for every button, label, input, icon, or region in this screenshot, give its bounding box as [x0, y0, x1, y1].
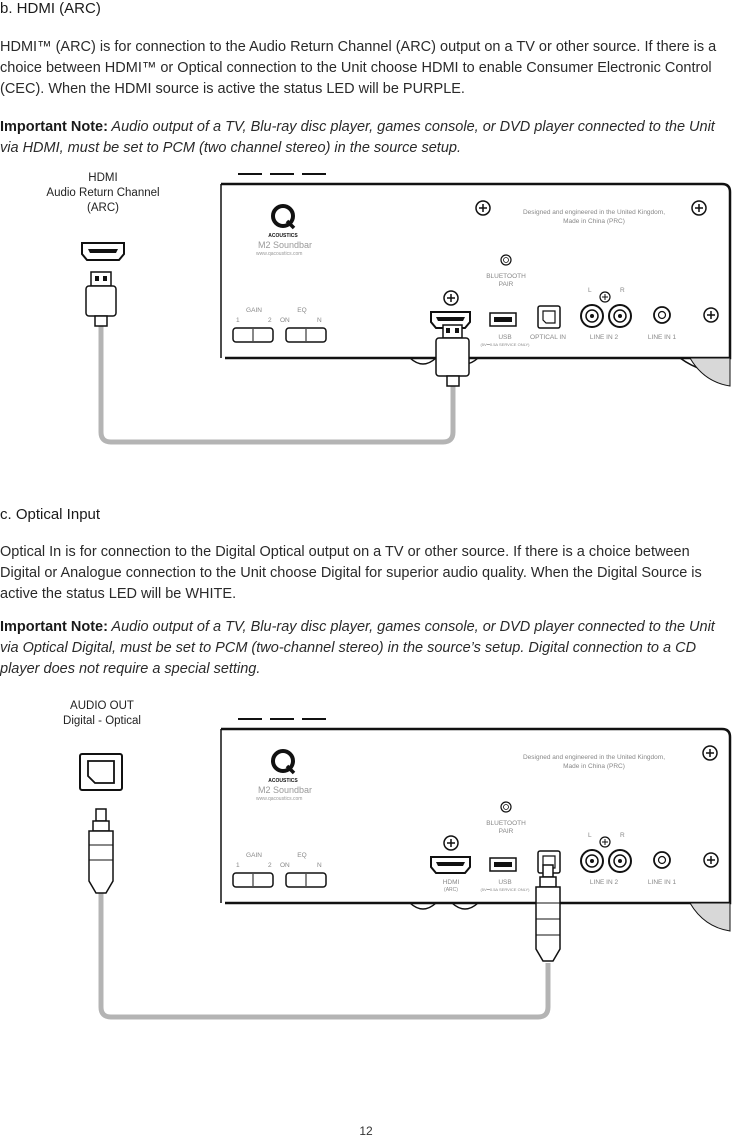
section-heading-optical: c. Optical Input — [0, 506, 101, 523]
rca-left-jack — [580, 849, 604, 873]
origin-line-2: Made in China (PRC) — [563, 218, 625, 225]
panel-screw — [703, 852, 719, 868]
hdmi-source-label-line1: HDMI — [88, 172, 117, 184]
gain-switch — [232, 327, 274, 343]
panel-screw — [702, 745, 718, 761]
hdmi-source-label-line2: Audio Return Channel — [46, 187, 159, 199]
line-in-1-jack — [653, 851, 671, 869]
pair-label: PAIR — [499, 828, 514, 835]
note-label: Important Note: — [0, 619, 108, 635]
line-in-2-label: LINE IN 2 — [590, 879, 619, 886]
q-acoustics-logo — [271, 749, 296, 775]
panel-usb-port — [489, 857, 517, 872]
eq-on-label: ON — [280, 862, 290, 869]
website: www.qacoustics.com — [256, 796, 302, 802]
soundbar-rear-panel: ACOUSTICS M2 Soundbar www.qacoustics.com… — [220, 718, 732, 932]
plugged-optical-plug — [535, 864, 561, 962]
panel-hdmi-port — [430, 311, 471, 329]
panel-screw — [599, 291, 611, 303]
panel-screw — [475, 200, 491, 216]
gain-label: GAIN — [246, 852, 262, 859]
panel-screw — [691, 200, 707, 216]
bluetooth-label: BLUETOOTH — [486, 273, 526, 280]
origin-line-1: Designed and engineered in the United Ki… — [523, 754, 665, 761]
model-name: M2 Soundbar — [258, 785, 312, 795]
arc-label: (ARC) — [444, 887, 458, 893]
origin-line-1: Designed and engineered in the United Ki… — [523, 209, 665, 216]
source-hdmi-port — [81, 242, 125, 261]
optical-cable — [98, 893, 551, 1020]
eq-on-label: ON — [280, 317, 290, 324]
gain-label: GAIN — [246, 307, 262, 314]
website: www.qacoustics.com — [256, 251, 302, 257]
panel-screw — [443, 835, 459, 851]
panel-optical-port — [537, 305, 561, 329]
optical-source-label-line2: Digital - Optical — [63, 715, 141, 727]
note-text: Audio output of a TV, Blu-ray disc playe… — [0, 619, 715, 677]
rca-left-jack — [580, 304, 604, 328]
right-label: R — [620, 832, 625, 839]
usb-label: USB — [498, 879, 511, 886]
hdmi-source-label-line3: (ARC) — [87, 202, 119, 214]
optical-connection-diagram: AUDIO OUT Digital - Optical ACOUSTICS M2 — [63, 700, 732, 1020]
gain-1-label: 1 — [236, 317, 240, 324]
left-label: L — [588, 832, 592, 839]
optical-description: Optical In is for connection to the Digi… — [0, 544, 702, 602]
note-label: Important Note: — [0, 119, 108, 135]
eq-n-label: N — [317, 862, 322, 869]
left-label: L — [588, 287, 592, 294]
logo-brand-text: ACOUSTICS — [268, 778, 298, 784]
rca-right-jack — [608, 304, 632, 328]
panel-usb-port — [489, 312, 517, 327]
panel-screw — [443, 290, 459, 306]
line-in-1-jack — [653, 306, 671, 324]
q-acoustics-logo — [271, 204, 296, 230]
eq-label: EQ — [297, 307, 306, 314]
hdmi-description: HDMI™ (ARC) is for connection to the Aud… — [0, 39, 717, 97]
hdmi-cable — [98, 325, 456, 445]
gain-1-label: 1 — [236, 862, 240, 869]
eq-label: EQ — [297, 852, 306, 859]
eq-switch — [285, 327, 327, 343]
page-number: 12 — [359, 1124, 373, 1138]
line-in-1-label: LINE IN 1 — [648, 334, 677, 341]
usb-sub-label: (5V⎓0.5A SERVICE ONLY) — [480, 887, 530, 892]
model-name: M2 Soundbar — [258, 240, 312, 250]
hdmi-connection-diagram: HDMI Audio Return Channel (ARC) — [46, 172, 732, 445]
gain-switch — [232, 872, 274, 888]
rca-right-jack — [608, 849, 632, 873]
panel-screw — [599, 836, 611, 848]
bluetooth-pair-button — [500, 801, 512, 813]
source-hdmi-plug — [85, 271, 117, 327]
line-in-1-label: LINE IN 1 — [648, 879, 677, 886]
plugged-hdmi-plug — [435, 324, 470, 387]
logo-brand-text: ACOUSTICS — [268, 233, 298, 239]
section-heading-hdmi: b. HDMI (ARC) — [0, 0, 101, 17]
origin-line-2: Made in China (PRC) — [563, 763, 625, 770]
hdmi-label: HDMI — [443, 879, 460, 886]
optical-source-label-line1: AUDIO OUT — [70, 700, 134, 712]
line-in-2-label: LINE IN 2 — [590, 334, 619, 341]
usb-sub-label: (5V⎓0.5A SERVICE ONLY) — [480, 342, 530, 347]
right-label: R — [620, 287, 625, 294]
panel-screw — [703, 307, 719, 323]
bluetooth-pair-button — [500, 254, 512, 266]
source-optical-port — [79, 753, 123, 791]
eq-n-label: N — [317, 317, 322, 324]
source-optical-plug — [88, 808, 114, 894]
pair-label: PAIR — [499, 281, 514, 288]
optical-in-label: OPTICAL IN — [530, 334, 566, 341]
hdmi-important-note: Important Note: Audio output of a TV, Bl… — [0, 117, 732, 159]
eq-switch — [285, 872, 327, 888]
gain-2-label: 2 — [268, 317, 272, 324]
bluetooth-label: BLUETOOTH — [486, 820, 526, 827]
panel-hdmi-port — [430, 856, 471, 874]
soundbar-rear-panel: ACOUSTICS M2 Soundbar www.qacoustics.com… — [220, 173, 732, 387]
note-text: Audio output of a TV, Blu-ray disc playe… — [0, 119, 715, 156]
usb-label: USB — [498, 334, 511, 341]
gain-2-label: 2 — [268, 862, 272, 869]
optical-important-note: Important Note: Audio output of a TV, Bl… — [0, 617, 732, 680]
